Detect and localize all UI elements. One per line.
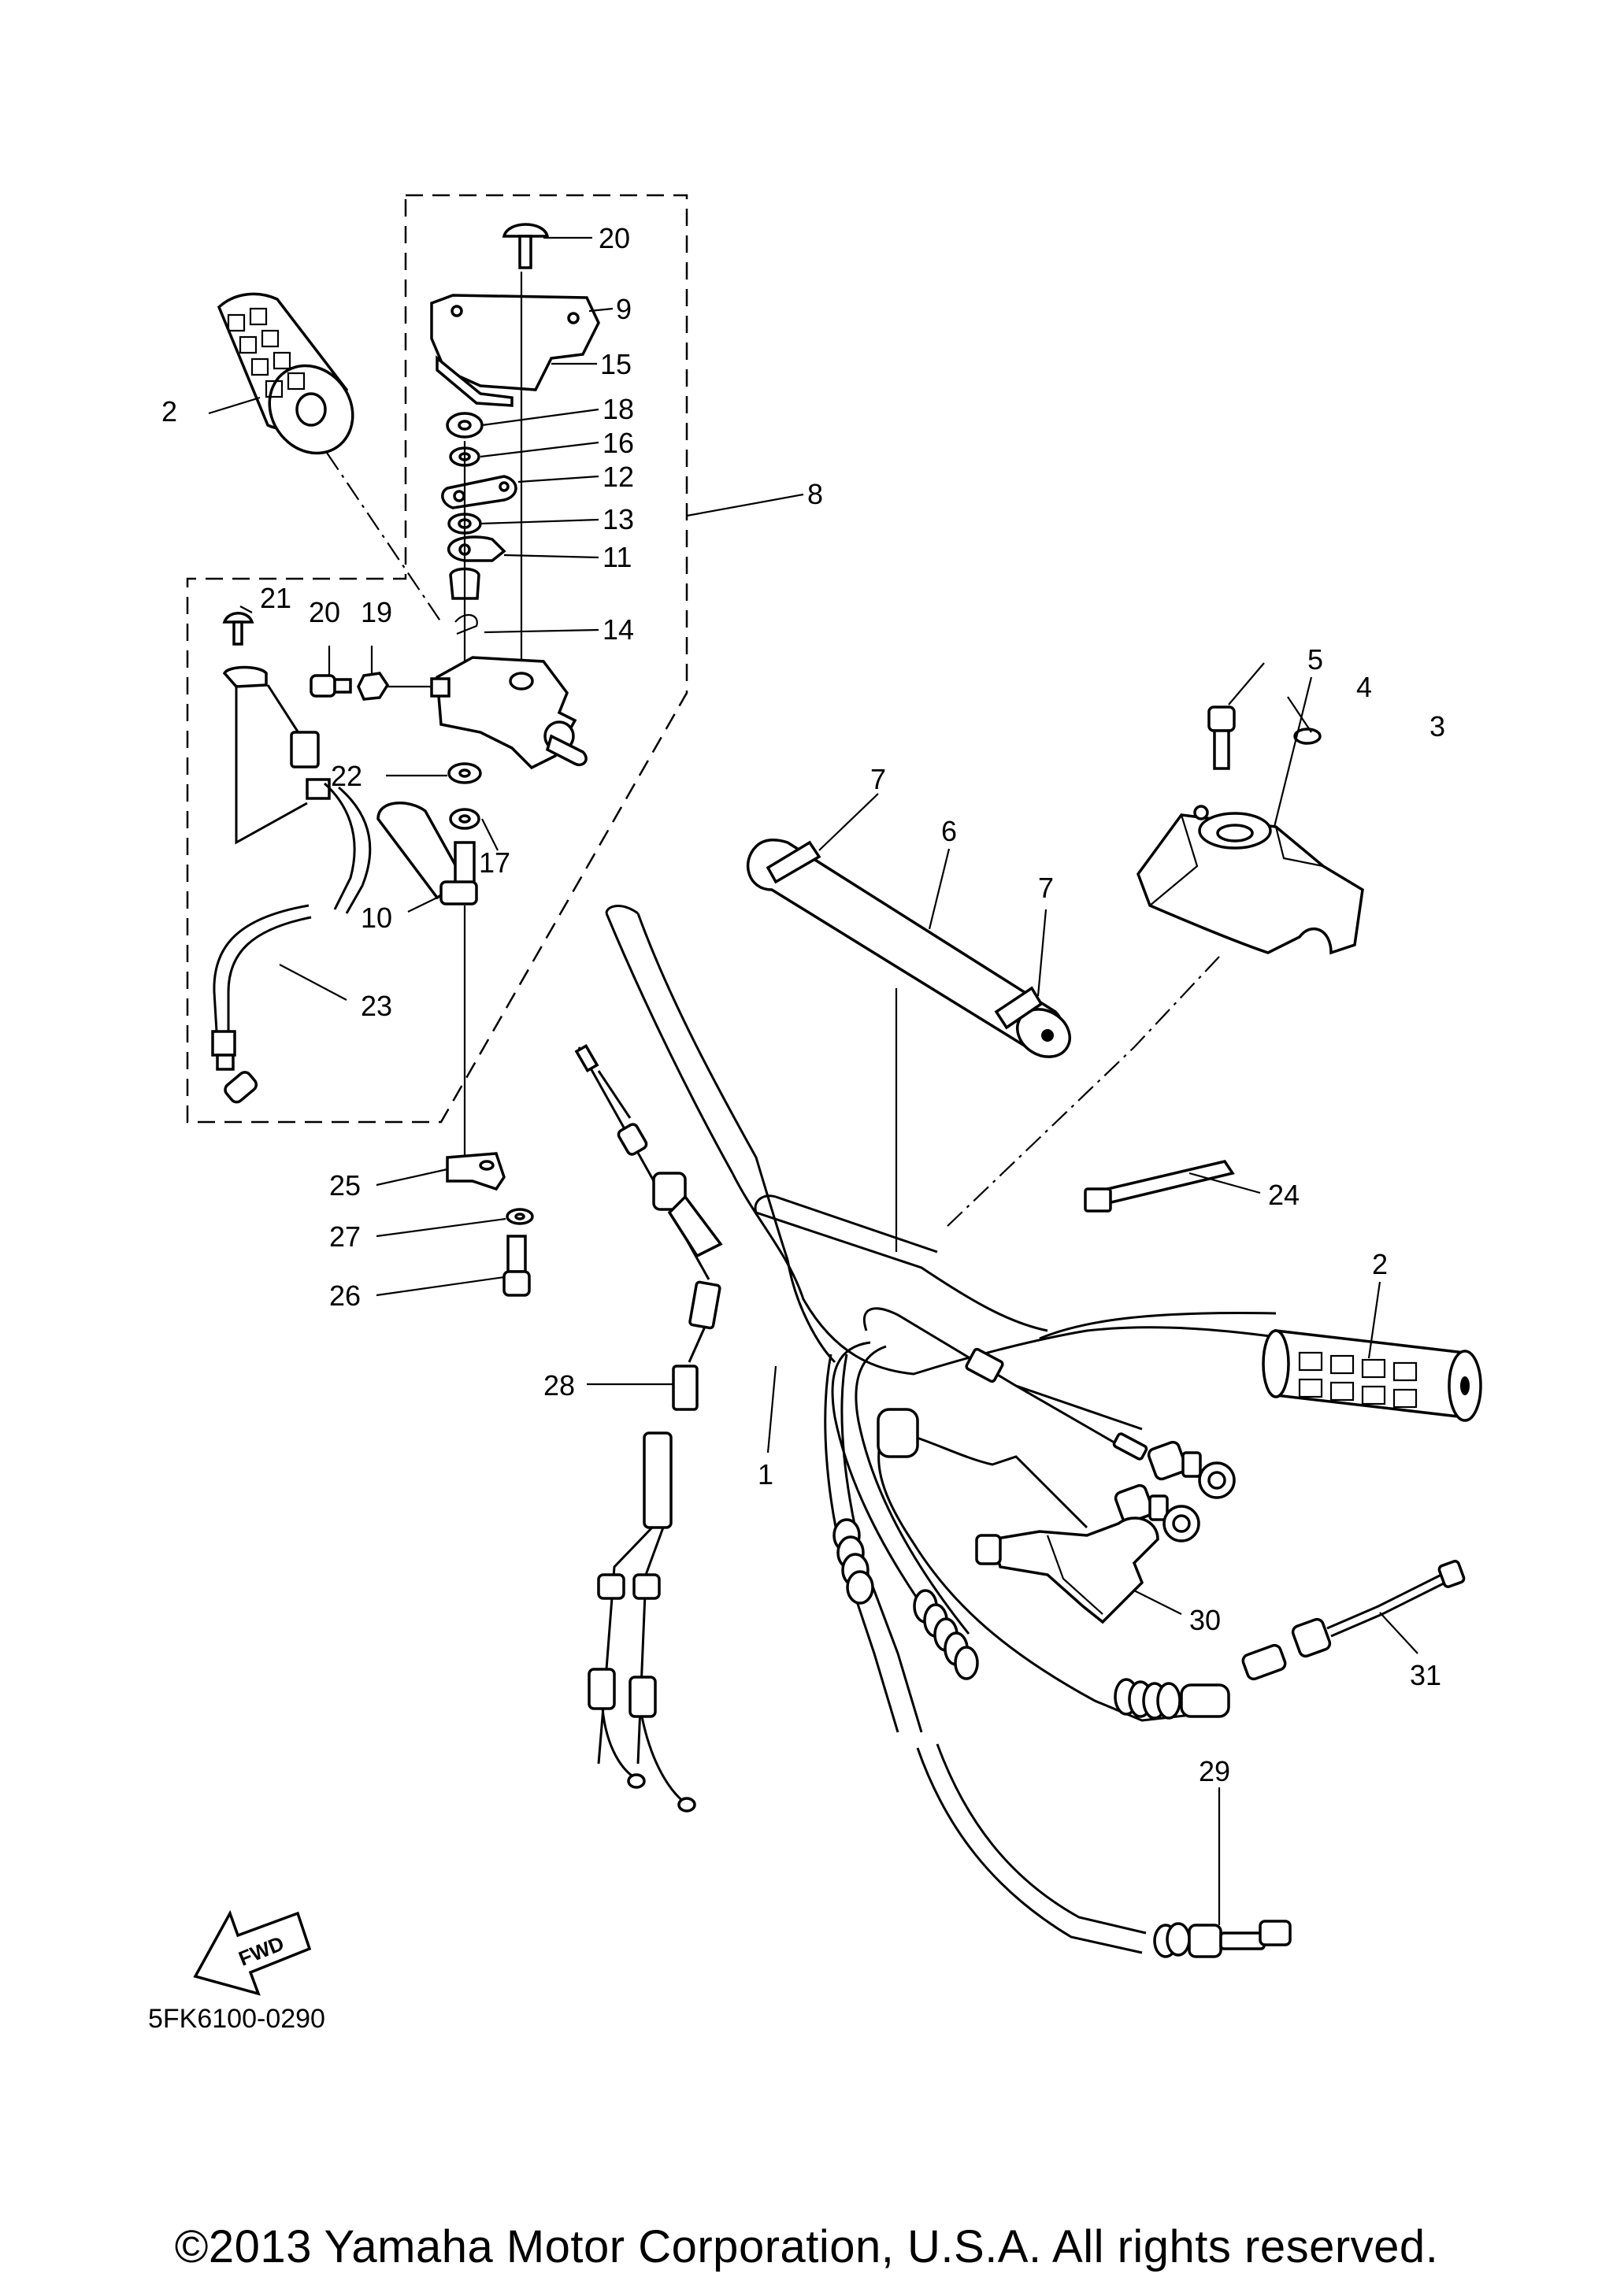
callout-20: 20 [599,222,630,254]
clip [222,665,268,688]
callout-6: 6 [941,815,957,847]
callout-28: 28 [543,1369,575,1402]
callout-22: 22 [331,760,362,792]
handlebar-clamp-cover [1137,805,1364,955]
copyright-notice: ©2013 Yamaha Motor Corporation, U.S.A. A… [174,2221,1439,2272]
callout-8: 8 [807,478,823,510]
callout-17: 17 [479,846,510,879]
throttle-lever [376,802,478,905]
clamp-bolt [502,1235,531,1297]
side-screw [310,674,352,698]
callout-2-left: 2 [161,395,177,428]
callout-31: 31 [1410,1659,1441,1691]
lower-clamp [446,1152,506,1191]
left-grip [217,292,354,455]
cable-tie [1084,1160,1235,1213]
callout-2-right: 2 [1372,1248,1388,1280]
callout-labels: 20 9 15 18 16 12 13 11 14 8 2 21 20 19 2… [161,222,1445,1787]
callout-4: 4 [1356,671,1372,703]
callout-27: 27 [329,1220,361,1253]
callout-14: 14 [603,613,634,646]
screw-top [502,223,550,269]
small-screw [222,612,254,646]
callout-11: 11 [603,541,632,573]
fwd-arrow-icon: FWD [193,1909,312,1996]
callout-7-left: 7 [870,763,886,795]
leader-lines [208,236,1418,1925]
callout-15: 15 [600,348,632,380]
callout-13: 13 [603,503,634,535]
callout-23: 23 [361,990,392,1022]
right-grip [1262,1329,1482,1422]
cable-adjusters [1114,1440,1236,1542]
throttle-assembly-box [186,194,688,1124]
callout-16: 16 [603,427,634,459]
callout-18: 18 [603,393,634,425]
switch-connector [235,684,372,914]
callout-20-small: 20 [309,596,340,628]
callout-10: 10 [361,902,392,934]
callout-1: 1 [758,1458,773,1491]
handlebar-switch [975,1516,1159,1624]
rear-brake-hose [824,1354,1292,1958]
callout-29: 29 [1199,1755,1230,1787]
cover-bolt [1207,705,1236,770]
callout-12: 12 [603,461,634,493]
callout-21: 21 [260,582,291,614]
callout-7-right: 7 [1038,872,1054,904]
callout-9: 9 [616,293,632,325]
gasket [436,355,514,407]
callout-24: 24 [1268,1179,1300,1211]
front-brake-hose [877,1408,1230,1722]
throttle-wire [211,904,312,1104]
nut [357,672,390,701]
callout-19: 19 [361,596,392,628]
callout-26: 26 [329,1279,361,1312]
throttle-housing [430,656,588,770]
handlebar-pad [747,838,1071,1058]
clutch-cable [831,1307,1148,1639]
callout-3: 3 [1429,710,1445,742]
part-code: 5FK6100-0290 [148,2004,325,2034]
handlebar-parts-diagram: 20 9 15 18 16 12 13 11 14 8 2 21 20 19 2… [148,194,1482,2034]
choke-cable [1241,1560,1466,1681]
callout-5: 5 [1307,643,1323,676]
throttle-cable [574,1043,723,1813]
callout-25: 25 [329,1169,361,1202]
handlebar [605,905,1277,1376]
callout-30: 30 [1189,1604,1221,1636]
o-ring [1293,728,1322,745]
